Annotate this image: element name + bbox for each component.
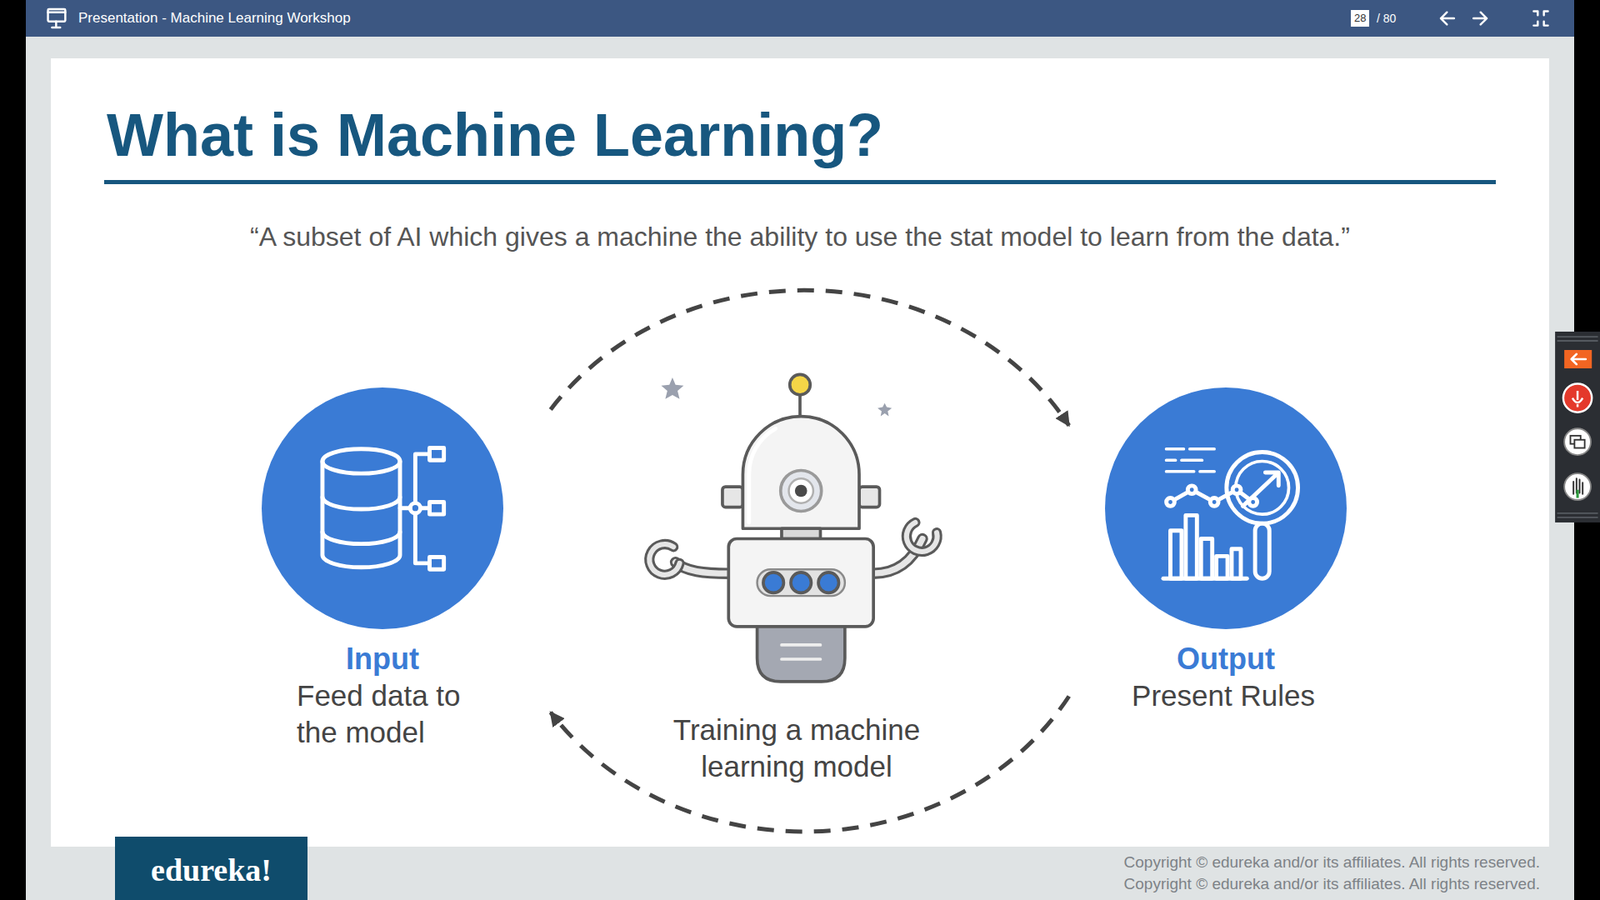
- process-node: InputFeed data to the model: [242, 387, 523, 751]
- node-heading: Output: [1085, 640, 1366, 678]
- copyright-note: Copyright © edureka and/or its affiliate…: [875, 875, 1540, 894]
- page-count: / 80: [1376, 10, 1427, 27]
- cycle-arrow: [550, 290, 1070, 425]
- node-body: Present Rules: [1085, 677, 1361, 715]
- robot-caption-box: Training a machine learning model: [655, 711, 939, 785]
- page-number-box: 28: [1350, 10, 1370, 27]
- bar-icons: [48, 9, 1549, 28]
- brand-logo-box: edureka!: [115, 851, 308, 889]
- node-heading: Input: [242, 640, 523, 678]
- page-number: 28: [1350, 10, 1370, 27]
- slide-title: What is Machine Learning?: [106, 105, 1524, 165]
- side-toolbar: [1555, 331, 1600, 523]
- star: [877, 403, 892, 417]
- node-body: Feed data to the model: [296, 677, 476, 751]
- robot-illustration: [649, 374, 937, 682]
- copyright-note-box: Copyright © edureka and/or its affiliate…: [875, 853, 1540, 872]
- brand-logo: edureka!: [115, 851, 308, 889]
- copyright-note-box: Copyright © edureka and/or its affiliate…: [875, 875, 1540, 894]
- title-rule: [104, 180, 1496, 185]
- page-count-box: / 80: [1376, 10, 1427, 27]
- copyright-note: Copyright © edureka and/or its affiliate…: [875, 853, 1540, 872]
- output-circle: [1105, 387, 1347, 630]
- window-title: Presentation - Machine Learning Workshop: [78, 9, 662, 28]
- cycle-arrow: [550, 696, 1070, 832]
- star: [660, 377, 684, 400]
- slide-title-box: What is Machine Learning?: [106, 105, 1524, 165]
- process-node: OutputPresent Rules: [1085, 387, 1366, 715]
- definition-quote-box: “A subset of AI which gives a machine th…: [50, 220, 1550, 253]
- robot-caption: Training a machine learning model: [655, 711, 939, 785]
- definition-quote: “A subset of AI which gives a machine th…: [50, 220, 1550, 253]
- window-title-box: Presentation - Machine Learning Workshop: [78, 9, 662, 28]
